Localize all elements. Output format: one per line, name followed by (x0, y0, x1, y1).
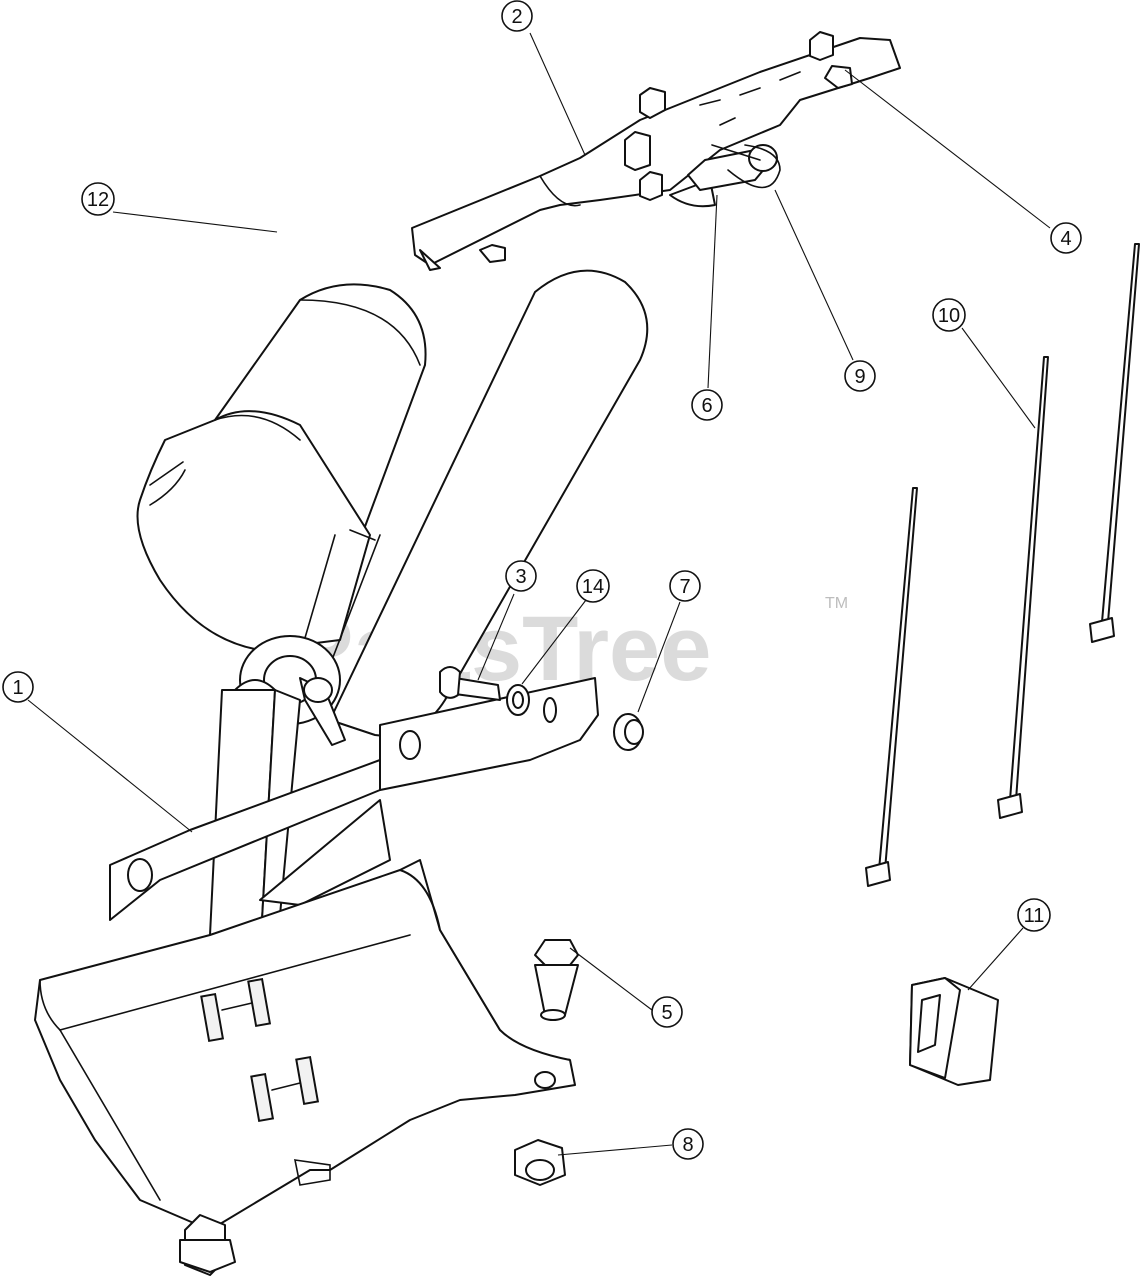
callout-8-label: 8 (682, 1134, 693, 1156)
callout-4[interactable]: 4 (1050, 222, 1082, 254)
callout-5-label: 5 (661, 1002, 672, 1024)
clevis-pin[interactable] (439, 666, 501, 701)
callouts: 1 2 3 4 5 6 7 8 9 10 11 12 14 (2, 0, 1082, 1160)
callout-12[interactable]: 12 (81, 182, 115, 216)
top-plate[interactable] (411, 31, 901, 271)
callout-1[interactable]: 1 (2, 671, 34, 703)
callout-6[interactable]: 6 (691, 389, 723, 421)
callout-10-label: 10 (938, 305, 960, 327)
rocker-switch[interactable] (909, 977, 999, 1086)
callout-14-label: 14 (582, 576, 604, 598)
callout-14[interactable]: 14 (576, 569, 610, 603)
callout-9-label: 9 (854, 366, 865, 388)
callout-4-label: 4 (1060, 228, 1071, 250)
callout-9[interactable]: 9 (844, 360, 876, 392)
callout-5[interactable]: 5 (651, 996, 683, 1028)
hex-bolt[interactable] (534, 939, 579, 1021)
callout-11[interactable]: 11 (1017, 898, 1051, 932)
electric-actuator[interactable] (136, 269, 649, 746)
watermark-trademark: TM (825, 595, 848, 612)
lock-nut[interactable] (514, 1139, 566, 1186)
washer[interactable] (506, 684, 530, 716)
leader-lines (27, 32, 1051, 1156)
bushing[interactable] (613, 713, 644, 751)
callout-10[interactable]: 10 (932, 298, 966, 332)
callout-2[interactable]: 2 (501, 0, 533, 32)
callout-12-label: 12 (87, 189, 109, 211)
callout-7-label: 7 (679, 576, 690, 598)
mounting-bracket[interactable] (34, 677, 599, 1276)
callout-11-label: 11 (1024, 905, 1045, 927)
callout-7[interactable]: 7 (669, 570, 701, 602)
callout-1-label: 1 (12, 677, 23, 699)
callout-6-label: 6 (701, 395, 712, 417)
callout-3-label: 3 (515, 566, 526, 588)
callout-2-label: 2 (511, 6, 522, 28)
callout-8[interactable]: 8 (672, 1128, 704, 1160)
cable-ties[interactable] (865, 243, 1140, 887)
callout-3[interactable]: 3 (505, 560, 537, 592)
